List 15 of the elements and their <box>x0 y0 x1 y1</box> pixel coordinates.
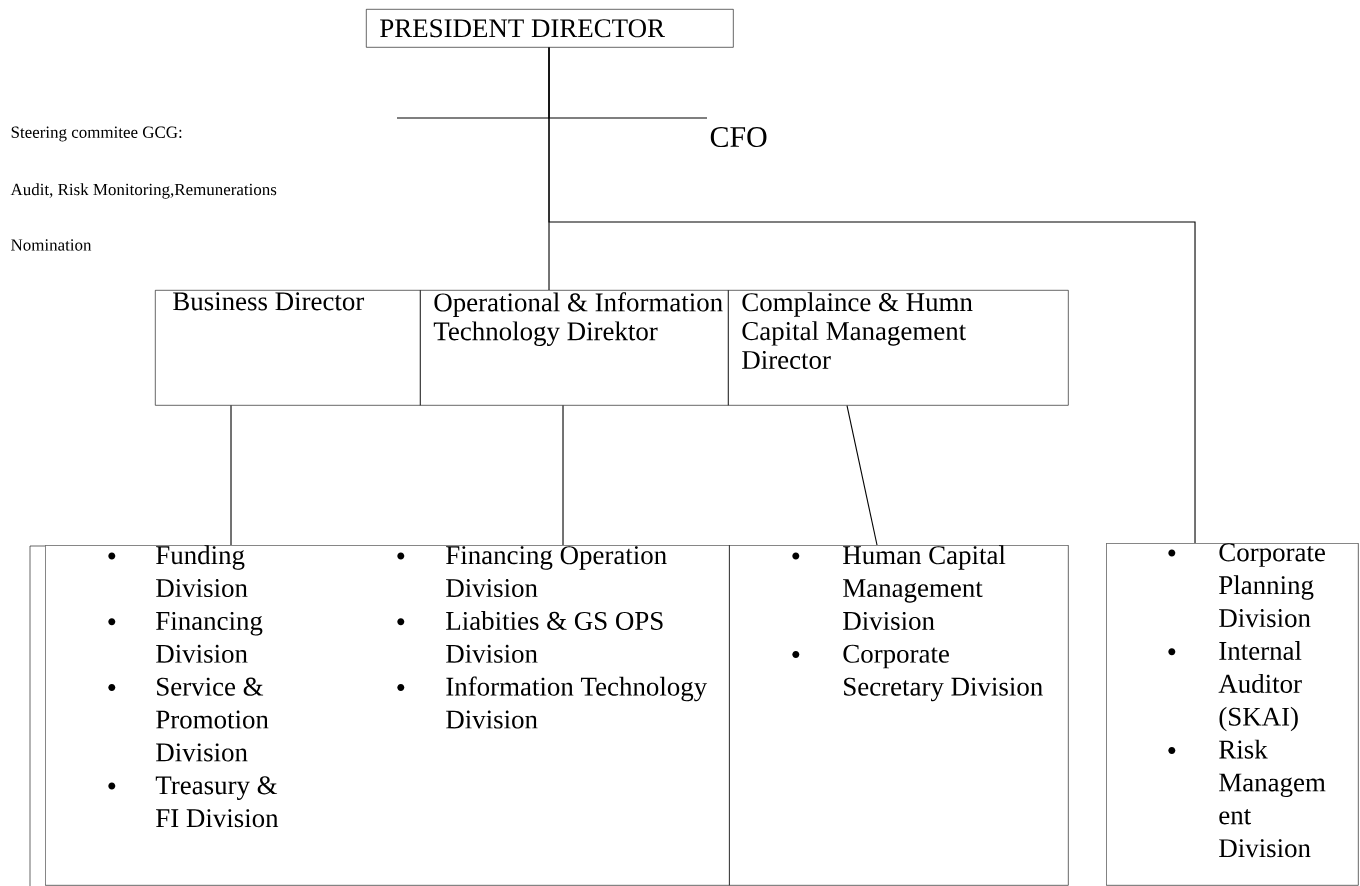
title-box: PRESIDENT DIRECTOR <box>366 9 734 48</box>
director-box: Complaince & Humn Capital Management Director <box>728 290 1069 406</box>
division-box: Human Capital Management Division Corporate Secretary Division <box>729 545 1069 886</box>
division-box: Corporate Planning Division Internal Auditor (SKAI) Risk Managem ent Division <box>1106 543 1359 886</box>
connector-line <box>548 47 1196 544</box>
connector-line <box>846 405 878 546</box>
committee-note: Steering commitee GCG: <box>11 126 182 142</box>
role-label: CFO <box>710 126 767 148</box>
director-box: Business Director <box>155 290 421 406</box>
connector-line <box>230 405 232 546</box>
division-box: Funding Division Financing Division Service & Promotion Division Treasury & FI Division Financing Operation Division Liabities & GS OPS Division Information Technology Division <box>29 545 730 886</box>
committee-note: Nomination <box>11 239 92 251</box>
director-box: Operational & Information Technology Direktor <box>420 290 729 406</box>
connector-line <box>562 405 564 546</box>
committee-note: Audit, Risk Monitoring,Remunerations <box>10 183 277 199</box>
